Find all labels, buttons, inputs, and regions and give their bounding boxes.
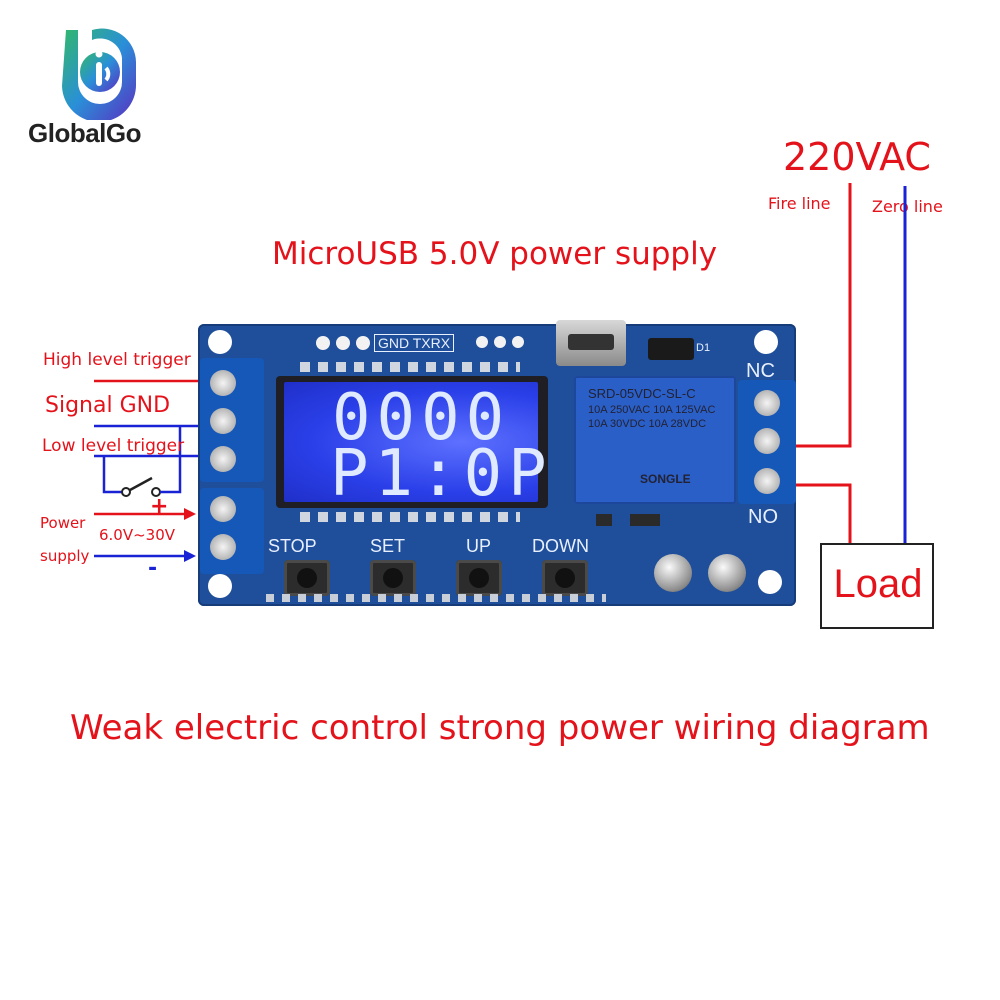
mount-hole	[208, 330, 232, 354]
bottom-pads	[266, 594, 606, 602]
lcd-display	[276, 376, 548, 508]
mount-hole	[208, 574, 232, 598]
header-label: GND TXRX	[374, 334, 455, 352]
zero-line-label: Zero line	[872, 197, 943, 216]
lcd-digits-top: 0000	[332, 381, 511, 455]
relay	[574, 376, 736, 504]
brand-logo	[62, 28, 137, 120]
fire-line-wire	[792, 183, 852, 448]
power-plus: +	[150, 494, 169, 519]
terminal-block-relay	[738, 380, 796, 504]
diode-d1	[648, 338, 694, 360]
stop-button-label: STOP	[268, 536, 317, 556]
lcd-pins-top	[300, 362, 520, 372]
supply-label: supply	[40, 547, 90, 565]
load-box	[820, 543, 934, 629]
set-button-label: SET	[370, 536, 406, 556]
power-minus: -	[148, 556, 158, 581]
mount-hole	[754, 330, 778, 354]
up-button[interactable]	[456, 560, 502, 596]
low-trigger-label: Low level trigger	[42, 436, 185, 456]
stop-button[interactable]	[284, 560, 330, 596]
up-button-label: UP	[466, 536, 492, 556]
lcd-pins-bottom	[300, 512, 520, 522]
nc-label: NC	[746, 360, 775, 382]
ac-voltage-label: 220VAC	[783, 135, 931, 179]
terminal-block-power	[200, 488, 264, 574]
brand-name: GlobalGo	[28, 118, 142, 148]
relay-rating-2: 10A 30VDC 10A 28VDC	[588, 418, 707, 430]
voltage-range-label: 6.0V~30V	[99, 526, 176, 544]
down-button[interactable]	[542, 560, 588, 596]
high-trigger-label: High level trigger	[43, 350, 191, 370]
usb-power-label: MicroUSB 5.0V power supply	[272, 236, 718, 272]
capacitor	[708, 554, 746, 592]
relay-rating-1: 10A 250VAC 10A 125VAC	[588, 404, 716, 416]
capacitor	[654, 554, 692, 592]
switch-symbol	[102, 426, 182, 497]
diagram-caption: Weak electric control strong power wirin…	[70, 708, 930, 748]
terminal-block-input	[200, 358, 264, 482]
lcd-digits-bottom: P1:0P	[330, 437, 553, 511]
diode-label: D1	[696, 342, 711, 354]
set-button[interactable]	[370, 560, 416, 596]
power-label: Power	[40, 514, 86, 532]
load-label: Load	[833, 562, 923, 606]
header-pins	[316, 334, 526, 352]
relay-model: SRD-05VDC-SL-C	[588, 386, 696, 401]
smd-components	[596, 514, 676, 528]
mount-hole	[758, 570, 782, 594]
no-to-load-wire	[792, 483, 852, 545]
micro-usb-port	[556, 320, 626, 366]
fire-line-label: Fire line	[768, 194, 831, 213]
relay-brand: SONGLE	[640, 472, 691, 486]
signal-gnd-label: Signal GND	[45, 393, 171, 418]
down-button-label: DOWN	[532, 536, 589, 556]
no-label: NO	[748, 506, 778, 528]
